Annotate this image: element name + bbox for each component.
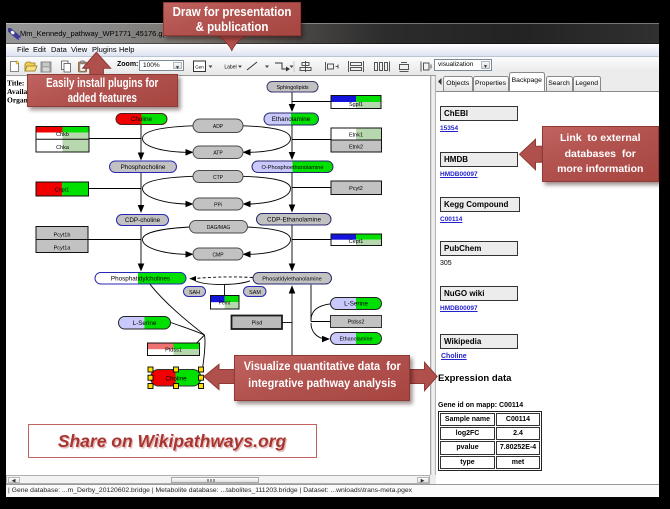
svg-text:Gen: Gen (195, 65, 204, 70)
svg-text:Label: Label (224, 65, 236, 71)
